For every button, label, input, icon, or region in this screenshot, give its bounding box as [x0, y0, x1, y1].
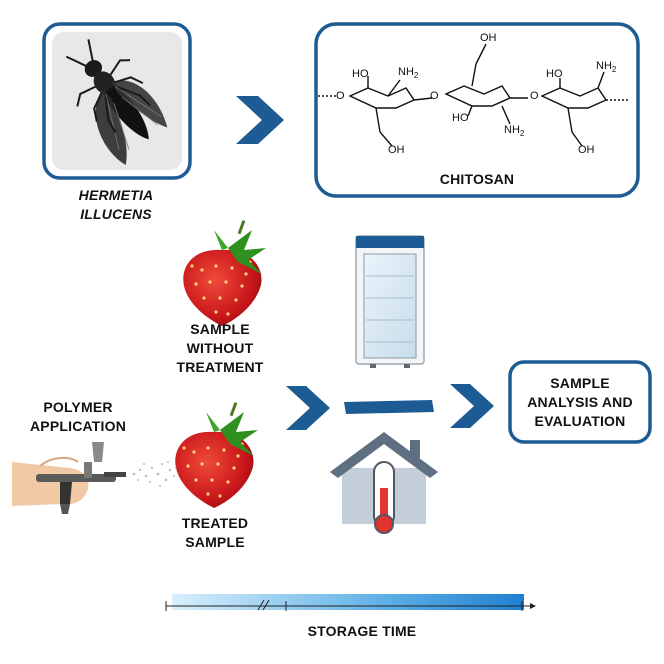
storage-time-gradient — [172, 594, 524, 610]
chem-oh-3: OH — [578, 144, 595, 156]
arrow-left-icon — [286, 386, 330, 430]
refrigerator-icon — [355, 235, 425, 368]
result-frame — [508, 360, 652, 444]
polymer-application-label: POLYMER APPLICATION — [29, 399, 127, 434]
strawberry-untreated-icon — [183, 220, 266, 326]
strawberry-treated-icon — [175, 402, 258, 508]
chem-ho-2: HO — [452, 112, 469, 124]
species-label: HERMETIA ILLUCENS — [78, 187, 154, 222]
chitosan-structure — [318, 43, 630, 147]
chem-nh2-3: NH2 — [596, 60, 617, 75]
chem-o-2: O — [430, 90, 439, 102]
chitosan-frame — [314, 22, 640, 198]
treated-sample-label: TREATED SAMPLE — [181, 515, 249, 550]
untreated-sample-label: SAMPLE WITHOUT TREATMENT — [176, 321, 264, 375]
chem-oh-2: OH — [480, 32, 497, 44]
chem-o-1: O — [336, 90, 345, 102]
spray-mist-icon — [132, 461, 177, 487]
spray-gun-icon — [12, 442, 126, 514]
chem-nh2-1: NH2 — [398, 66, 419, 81]
chem-ho-3: HO — [546, 68, 563, 80]
result-label: SAMPLE ANALYSIS AND EVALUATION — [527, 375, 633, 429]
storage-time-axis — [165, 594, 536, 611]
arrow-right-icon — [450, 384, 494, 428]
chem-oh-1: OH — [388, 144, 405, 156]
chem-o-3: O — [530, 90, 539, 102]
chitosan-title: CHITOSAN — [439, 171, 515, 187]
house-thermometer-icon — [330, 432, 438, 534]
chem-nh2-2: NH2 — [504, 124, 525, 139]
arrow-chitosan-icon — [236, 96, 284, 144]
storage-time-label: STORAGE TIME — [307, 623, 417, 639]
chem-ho-1: HO — [352, 68, 369, 80]
black-soldier-fly-icon — [65, 39, 168, 166]
bar-middle-icon — [344, 400, 434, 414]
